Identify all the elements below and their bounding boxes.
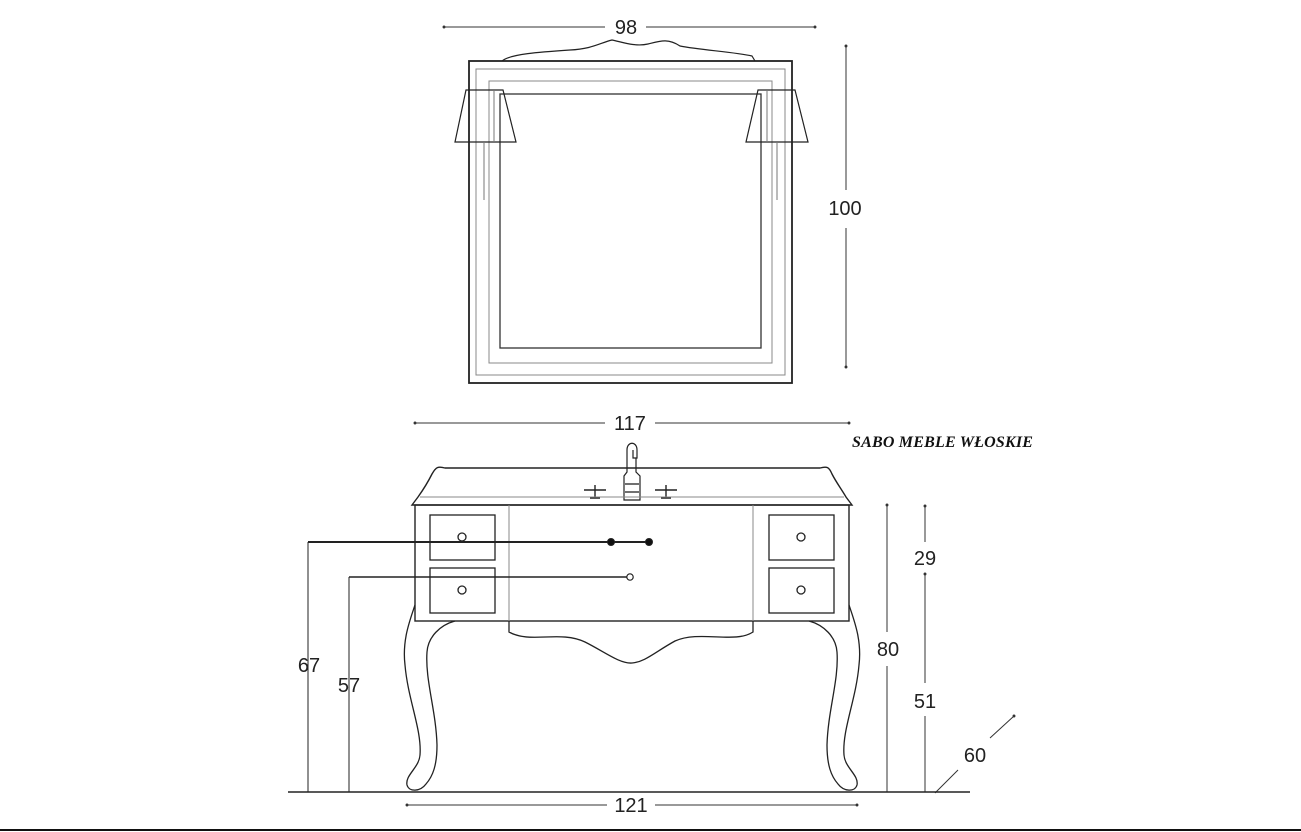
faucet bbox=[584, 442, 677, 501]
mirror-frame-inner-1 bbox=[475, 68, 786, 376]
label-base-width: 121 bbox=[614, 795, 647, 817]
drawer-right-top bbox=[768, 514, 835, 561]
label-top-width: 117 bbox=[614, 413, 646, 435]
left-lamp-shade bbox=[454, 89, 517, 143]
mirror-crown bbox=[501, 39, 756, 62]
label-hole-height-lower: 57 bbox=[338, 675, 360, 697]
mirror-outer-frame bbox=[468, 60, 793, 384]
label-mirror-width: 98 bbox=[615, 17, 637, 39]
label-mirror-height: 100 bbox=[828, 198, 861, 220]
drawer-right-bottom bbox=[768, 567, 835, 614]
drawer-left-top bbox=[429, 514, 496, 561]
vanity-body bbox=[414, 504, 850, 622]
dim-depth bbox=[934, 714, 1016, 794]
countertop bbox=[410, 466, 854, 506]
mirror-glass bbox=[499, 93, 762, 349]
label-leg-section: 51 bbox=[914, 691, 936, 713]
left-leg bbox=[403, 604, 456, 791]
vanity-skirt bbox=[508, 621, 754, 664]
dim-hole-heights bbox=[307, 538, 653, 792]
label-total-height: 80 bbox=[877, 639, 899, 661]
right-lamp-shade bbox=[745, 89, 809, 143]
mirror bbox=[454, 39, 809, 384]
label-depth: 60 bbox=[964, 745, 986, 767]
label-hole-height-upper: 67 bbox=[298, 655, 320, 677]
label-drawer-section: 29 bbox=[914, 548, 936, 570]
drawer-left-bottom bbox=[429, 567, 496, 614]
right-leg bbox=[808, 604, 861, 791]
mirror-frame-inner-2 bbox=[488, 80, 773, 364]
vanity bbox=[403, 442, 861, 791]
brand-label: SABO MEBLE WŁOSKIE bbox=[852, 434, 1034, 451]
